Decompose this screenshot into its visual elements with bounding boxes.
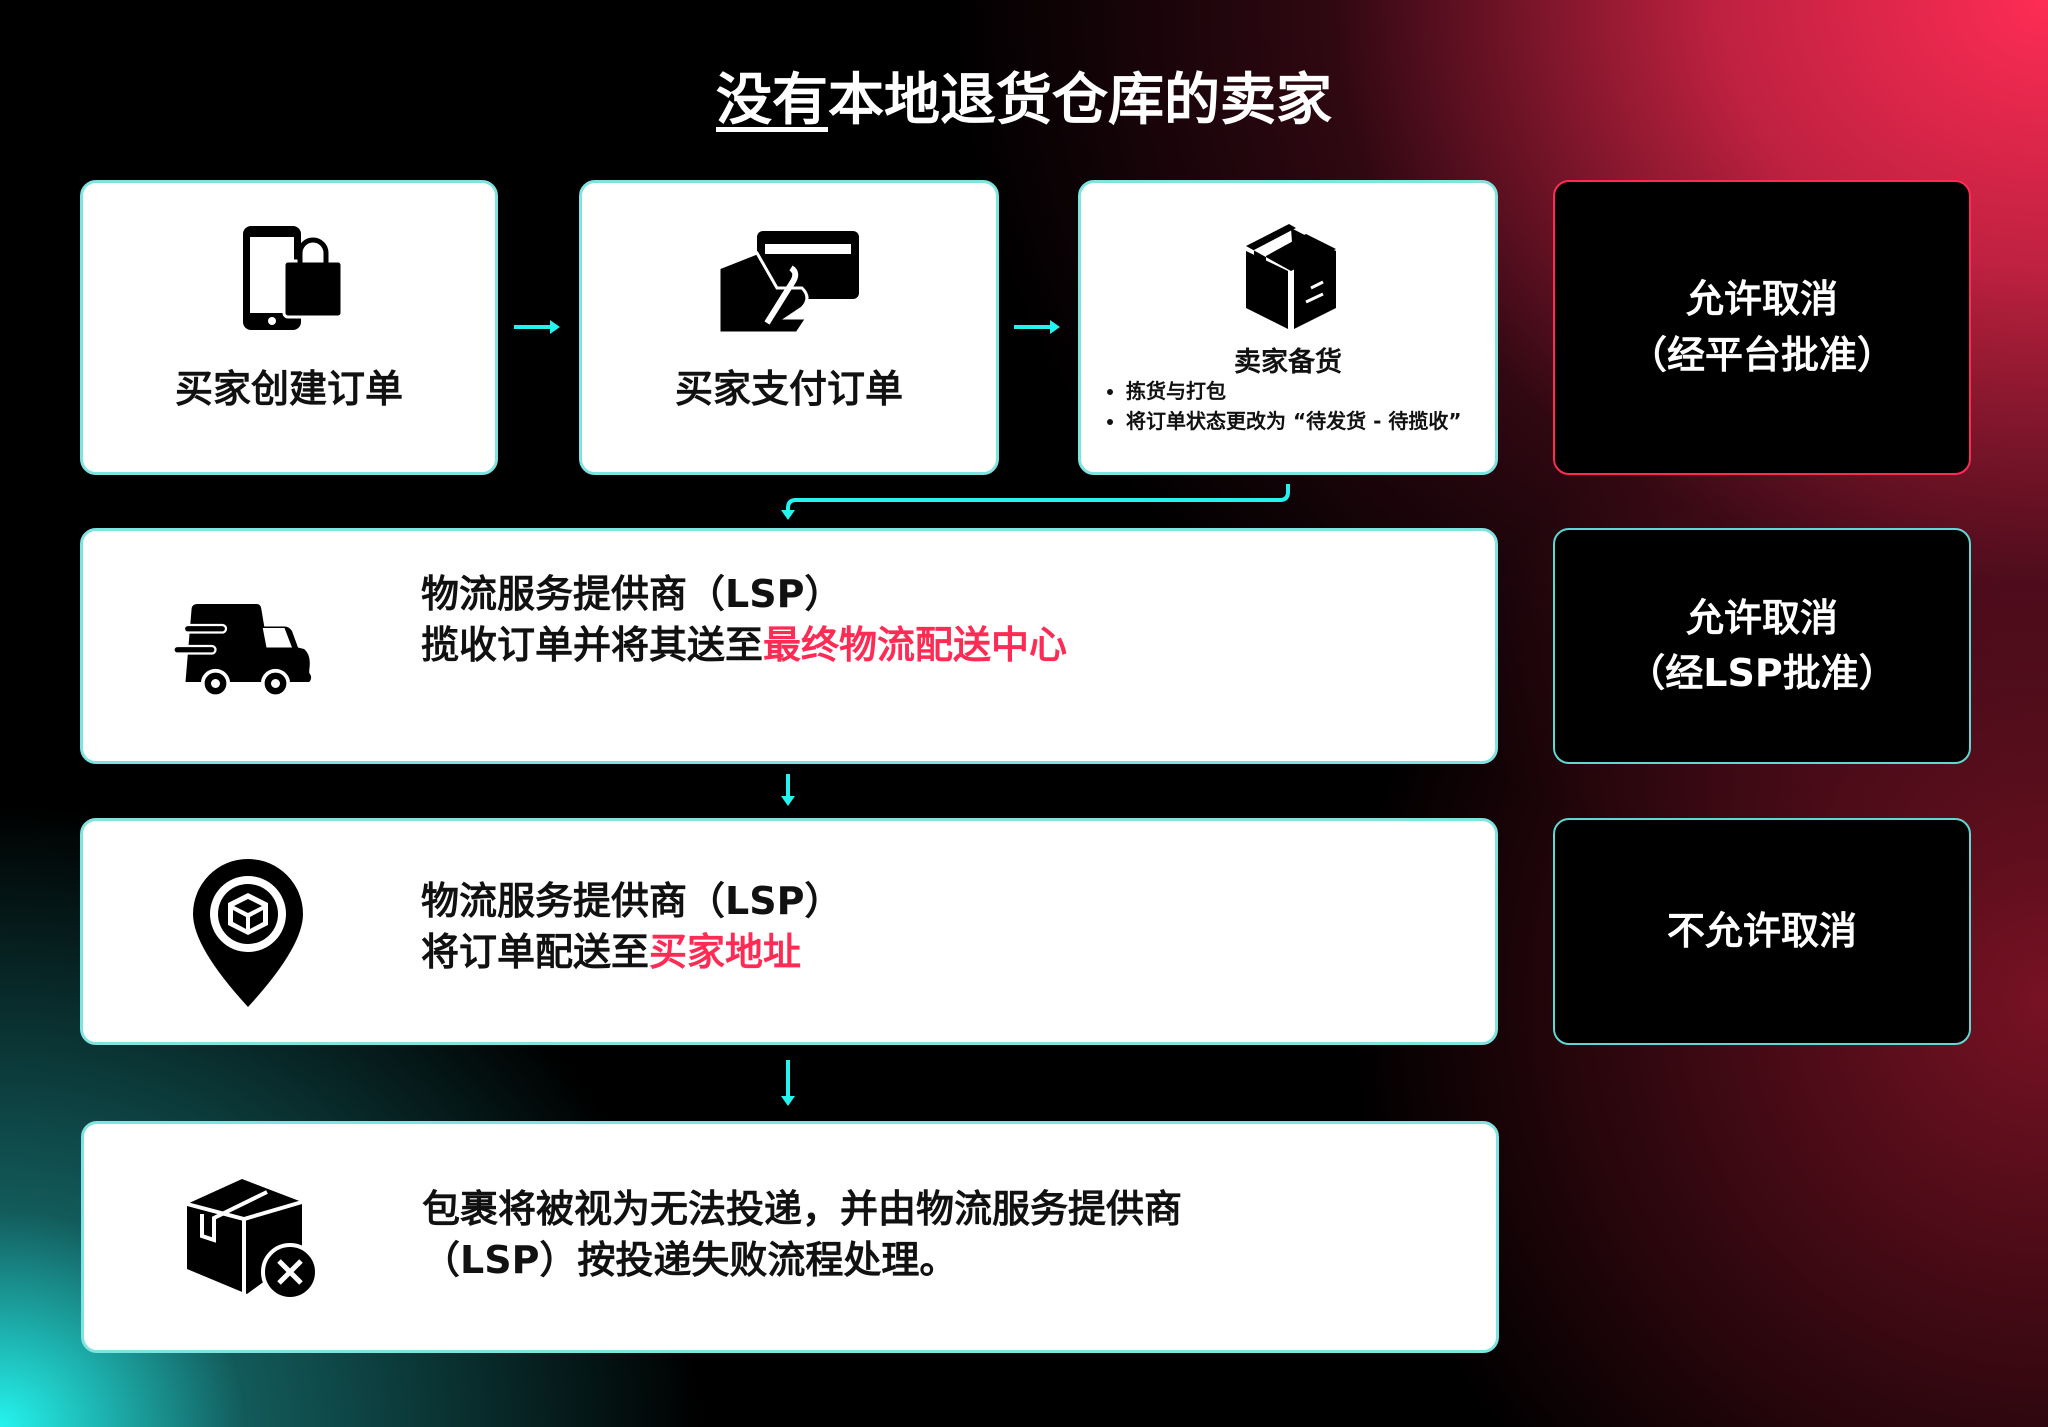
- phone-shopping-bag-icon: [243, 226, 344, 330]
- row-highlight: 买家地址: [649, 930, 802, 975]
- row-delivery-failed: 包裹将被视为无法投递，并由物流服务提供商 （LSP）按投递失败流程处理。: [81, 1121, 1499, 1353]
- row-line2: 将订单配送至: [421, 930, 650, 975]
- package-failed-icon: [186, 1179, 319, 1301]
- connector-arrow-icon: [781, 484, 1290, 520]
- row-lsp-deliver: 物流服务提供商（LSP） 将订单配送至买家地址: [80, 818, 1498, 1045]
- step-bullets: 拣货与打包 将订单状态更改为 “待发货 - 待揽收”: [1126, 376, 1461, 436]
- location-pin-box-icon: [193, 859, 303, 1007]
- row-lsp-pickup: 物流服务提供商（LSP） 揽收订单并将其送至最终物流配送中心: [80, 528, 1498, 764]
- row-line2: （LSP）按投递失败流程处理。: [422, 1238, 958, 1283]
- hand-card-payment-icon: [717, 231, 859, 335]
- title-rest: 本地退货仓库的卖家: [828, 68, 1332, 133]
- arrow-down-icon: [781, 774, 795, 806]
- row-line1: 包裹将被视为无法投递，并由物流服务提供商: [422, 1187, 1183, 1231]
- cancel-status-line: 不允许取消: [1666, 908, 1857, 953]
- cancel-status-platform: 允许取消 （经平台批准）: [1553, 180, 1971, 475]
- step-label: 买家支付订单: [674, 367, 903, 411]
- cancel-status-line: 允许取消: [1685, 277, 1838, 322]
- arrow-right-icon: [514, 320, 560, 334]
- cancel-status-line: （经平台批准）: [1628, 332, 1895, 377]
- bullet-item: 拣货与打包: [1126, 376, 1461, 406]
- arrow-down-icon: [781, 1060, 795, 1106]
- row-highlight: 最终物流配送中心: [763, 623, 1068, 668]
- row-line2: 揽收订单并将其送至: [421, 623, 764, 668]
- step-label: 买家创建订单: [174, 367, 403, 411]
- row-text: 物流服务提供商（LSP） 揽收订单并将其送至最终物流配送中心: [421, 569, 1067, 672]
- row-text: 物流服务提供商（LSP） 将订单配送至买家地址: [421, 876, 842, 979]
- step-pay-order: 买家支付订单: [579, 180, 999, 475]
- arrow-right-icon: [1014, 320, 1060, 334]
- step-create-order: 买家创建订单: [80, 180, 498, 475]
- cancel-status-line: （经LSP批准）: [1627, 651, 1897, 695]
- page-title: 没有本地退货仓库的卖家: [0, 55, 2048, 136]
- delivery-truck-icon: [172, 604, 312, 699]
- title-underlined: 没有: [716, 68, 828, 133]
- row-line1: 物流服务提供商（LSP）: [421, 572, 843, 616]
- cancel-status-lsp: 允许取消 （经LSP批准）: [1553, 528, 1971, 764]
- bullet-item: 将订单状态更改为 “待发货 - 待揽收”: [1126, 406, 1461, 436]
- row-line1: 物流服务提供商（LSP）: [421, 879, 843, 923]
- step-label: 卖家备货: [1234, 347, 1342, 378]
- cancel-status-not-allowed: 不允许取消: [1553, 818, 1971, 1045]
- step-seller-prepare: 卖家备货 拣货与打包 将订单状态更改为 “待发货 - 待揽收”: [1078, 180, 1498, 475]
- package-box-icon: [1246, 224, 1336, 329]
- row-text: 包裹将被视为无法投递，并由物流服务提供商 （LSP）按投递失败流程处理。: [422, 1184, 1182, 1287]
- cancel-status-line: 允许取消: [1685, 595, 1838, 640]
